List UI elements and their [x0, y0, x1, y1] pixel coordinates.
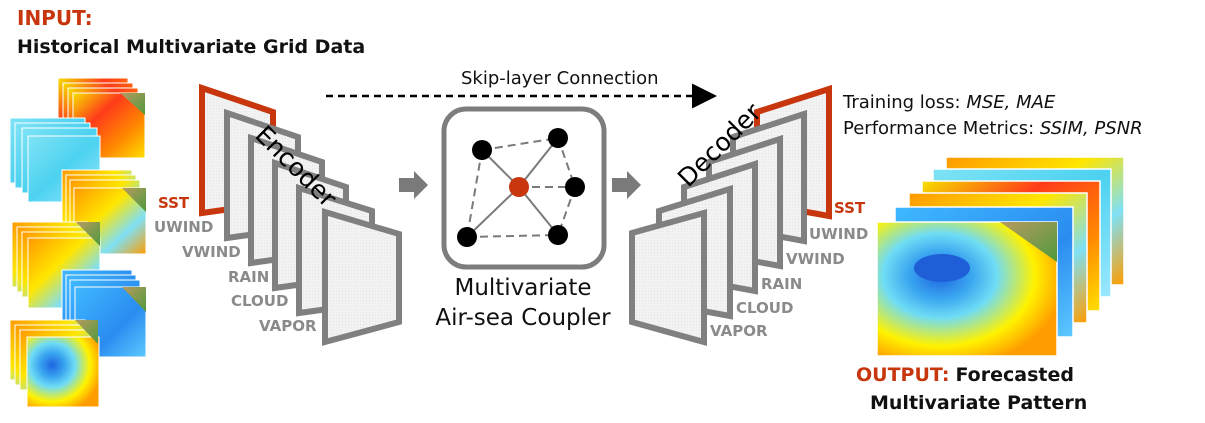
coupler-to-decoder-arrow	[612, 171, 641, 199]
output-description-line2: Multivariate Pattern	[870, 392, 1088, 414]
encoder-to-coupler-arrow	[399, 171, 428, 199]
training-loss-label: Training loss:	[843, 92, 967, 113]
decoder-label-cloud: CLOUD	[736, 299, 794, 317]
decoder-label-vwind: VWIND	[786, 250, 845, 268]
skip-connection-label: Skip-layer Connection	[461, 68, 659, 89]
output-heading: OUTPUT: Forecasted	[856, 364, 1074, 386]
performance-metrics-label: Performance Metrics:	[843, 118, 1040, 139]
performance-metrics: Performance Metrics: SSIM, PSNR	[843, 118, 1143, 139]
graph-node	[565, 177, 585, 197]
input-description: Historical Multivariate Grid Data	[17, 36, 366, 58]
output-label: OUTPUT:	[856, 364, 950, 386]
graph-node	[472, 140, 492, 160]
graph-node	[457, 227, 477, 247]
encoder-label-sst: SST	[158, 194, 190, 212]
input-label: INPUT:	[17, 6, 93, 30]
encoder-label-vapor: VAPOR	[259, 317, 317, 335]
decoder-label-rain: RAIN	[761, 275, 803, 293]
coupler-graph	[441, 106, 607, 270]
input-stacks	[9, 77, 147, 408]
coupler-title-line1: Multivariate	[454, 275, 592, 301]
training-loss-values: MSE, MAE	[966, 92, 1056, 113]
encoder-label-uwind: UWIND	[154, 218, 214, 236]
decoder-plate-vapor	[629, 209, 707, 346]
training-loss: Training loss: MSE, MAE	[843, 92, 1055, 113]
input-stack-vapor	[9, 319, 100, 408]
decoder-label-uwind: UWIND	[809, 225, 869, 243]
decoder-plates	[629, 84, 832, 346]
encoder-label-vwind: VWIND	[182, 243, 241, 261]
output-stack	[876, 156, 1125, 357]
coupler-title-line2: Air-sea Coupler	[435, 305, 611, 331]
input-stack-rain	[11, 221, 101, 309]
graph-node-center	[509, 177, 529, 197]
graph-node	[548, 128, 568, 148]
decoder-label-vapor: VAPOR	[710, 322, 768, 340]
encoder-plates	[199, 83, 402, 346]
encoder-label-rain: RAIN	[228, 268, 270, 286]
graph-node	[548, 225, 568, 245]
encoder-plate-vapor	[322, 207, 402, 346]
encoder-label-cloud: CLOUD	[231, 292, 289, 310]
output-description-line1: Forecasted	[955, 364, 1074, 386]
decoder-label-sst: SST	[834, 199, 866, 217]
performance-metrics-values: SSIM, PSNR	[1039, 118, 1143, 139]
